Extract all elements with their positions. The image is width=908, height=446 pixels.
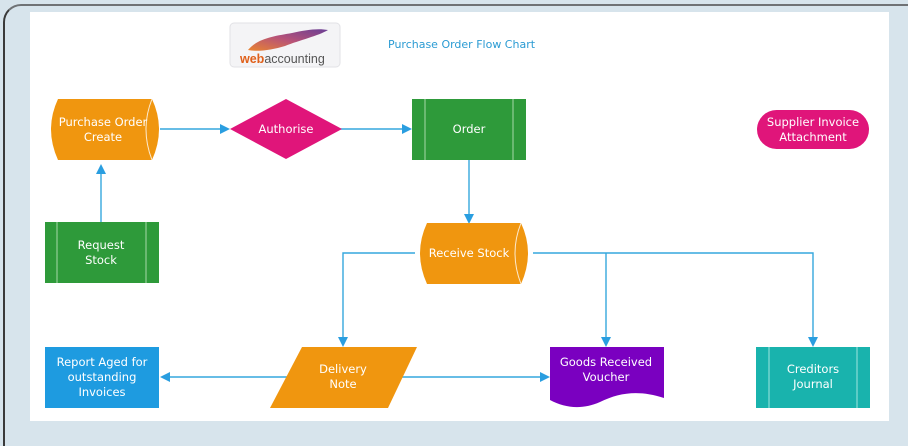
node-authorise[interactable]: Authorise — [230, 99, 342, 159]
node-report-aged-outstanding-invoices[interactable]: Report Aged for outstanding Invoices — [45, 347, 159, 408]
predefined-process-shape — [756, 347, 870, 408]
node-label: Attachment — [779, 130, 847, 144]
logo-brush-icon — [248, 29, 328, 51]
decision-shape — [230, 99, 342, 159]
process-shape — [45, 347, 159, 408]
node-label: Report Aged for — [57, 355, 148, 369]
node-label: Goods Received — [560, 355, 652, 369]
node-label: Journal — [792, 377, 833, 391]
logo-text: webaccounting — [239, 52, 325, 66]
node-label: Invoices — [78, 385, 125, 399]
data-shape — [270, 347, 417, 408]
webaccounting-logo: webaccounting — [229, 22, 341, 68]
flowchart: webaccounting Purchase Order Flow Chart … — [45, 22, 870, 408]
node-label: outstanding — [68, 370, 137, 384]
chart-title: Purchase Order Flow Chart — [388, 38, 536, 51]
node-label: Purchase Order — [59, 115, 148, 129]
node-delivery-note[interactable]: Delivery Note — [270, 347, 417, 408]
edge-receive-to-delivery — [338, 252, 415, 347]
node-label: Receive Stock — [429, 246, 510, 260]
edge-receive-to-creditors — [533, 252, 818, 347]
node-label: Note — [329, 377, 356, 391]
node-goods-received-voucher[interactable]: Goods Received Voucher — [550, 347, 664, 408]
node-creditors-journal[interactable]: Creditors Journal — [756, 347, 870, 408]
node-label: Creditors — [787, 362, 839, 376]
connectors — [96, 124, 818, 382]
node-label: Stock — [85, 253, 117, 267]
node-supplier-invoice-attachment[interactable]: Supplier Invoice Attachment — [757, 110, 869, 149]
document-shape — [550, 347, 664, 408]
node-label: Delivery — [319, 362, 367, 376]
node-order[interactable]: Order — [412, 99, 526, 160]
node-label: Voucher — [583, 370, 630, 384]
stored-data-shape — [51, 99, 159, 160]
predefined-process-shape — [45, 222, 159, 283]
node-label: Request — [78, 238, 125, 252]
terminator-shape — [757, 110, 869, 149]
predefined-process-shape — [412, 99, 526, 160]
node-request-stock[interactable]: Request Stock — [45, 222, 159, 283]
stored-data-shape — [420, 223, 528, 284]
node-label: Order — [453, 122, 486, 136]
node-label: Authorise — [259, 122, 314, 136]
node-label: Supplier Invoice — [767, 115, 859, 129]
cylinder-edge — [145, 98, 153, 161]
node-purchase-order-create[interactable]: Purchase Order Create — [51, 98, 159, 161]
cylinder-edge — [514, 222, 522, 285]
node-receive-stock[interactable]: Receive Stock — [420, 222, 528, 285]
node-label: Create — [84, 130, 122, 144]
diagram-canvas — [30, 12, 889, 421]
